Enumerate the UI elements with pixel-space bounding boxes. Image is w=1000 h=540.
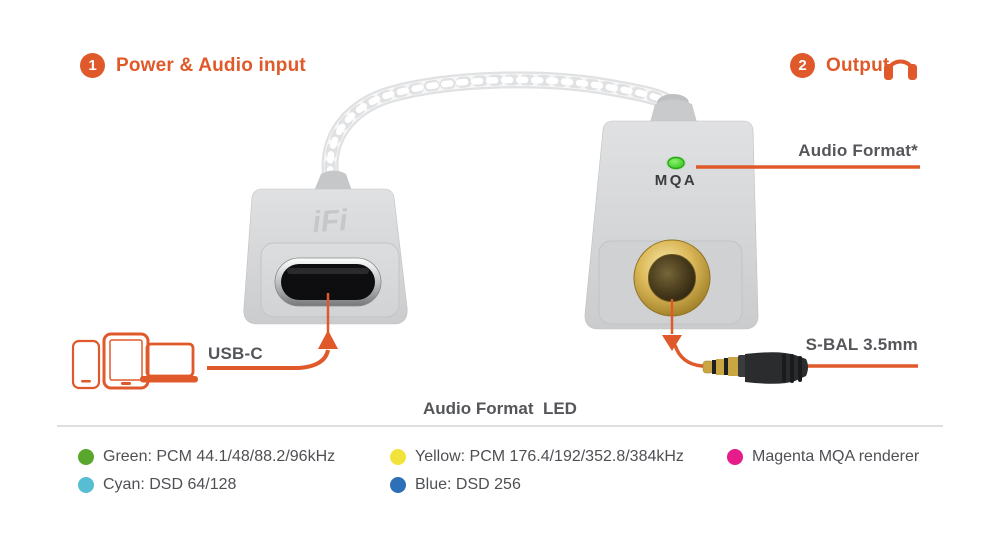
usb-c-callout: USB-C xyxy=(208,344,263,363)
step-2: 2 Output xyxy=(790,53,889,78)
smartphone-icon xyxy=(71,339,101,390)
step-2-label: Output xyxy=(826,54,890,76)
braided-cable xyxy=(321,71,682,194)
headphones-icon xyxy=(884,59,917,80)
legend-item-label: Magenta MQA renderer xyxy=(752,448,920,465)
legend-item-label: Yellow: PCM 176.4/192/352.8/384kHz xyxy=(415,448,684,465)
down-arrow-icon xyxy=(662,335,682,351)
cyan-led-dot xyxy=(78,477,94,493)
legend-divider xyxy=(57,425,943,427)
blue-led-dot xyxy=(390,477,406,493)
legend-item-cyan: Cyan: DSD 64/128 xyxy=(78,476,236,494)
yellow-led-dot xyxy=(390,449,406,465)
audio-format-callout: Audio Format* xyxy=(798,141,918,160)
usb-c-connector: iFi xyxy=(243,170,408,325)
usb-c-pointer xyxy=(207,293,338,370)
jack-plug-3-5mm xyxy=(702,352,808,384)
step-1-label: Power & Audio input xyxy=(116,54,306,76)
s-bal-pointer xyxy=(662,299,918,368)
green-led-dot xyxy=(78,449,94,465)
s-bal-callout: S-BAL 3.5mm xyxy=(805,335,918,354)
laptop-icon xyxy=(140,342,198,383)
source-devices xyxy=(71,332,198,390)
legend-item-blue: Blue: DSD 256 xyxy=(390,476,521,494)
legend-item-yellow: Yellow: PCM 176.4/192/352.8/384kHz xyxy=(390,448,684,466)
step-1-badge: 1 xyxy=(80,53,105,78)
step-2-badge: 2 xyxy=(790,53,815,78)
ifi-logo: iFi xyxy=(311,204,349,239)
legend-item-magenta: Magenta MQA renderer xyxy=(727,448,919,466)
legend-item-label: Cyan: DSD 64/128 xyxy=(103,476,237,493)
up-arrow-icon xyxy=(318,330,338,349)
legend-title: Audio Format LED xyxy=(423,399,577,418)
mqa-badge: MQA xyxy=(655,172,698,189)
legend-item-label: Green: PCM 44.1/48/88.2/96kHz xyxy=(103,448,336,465)
legend-item-label: Blue: DSD 256 xyxy=(415,476,521,493)
magenta-led-dot xyxy=(727,449,743,465)
step-1: 1 Power & Audio input xyxy=(80,53,306,78)
dac-device: MQA xyxy=(584,94,759,330)
legend-item-green: Green: PCM 44.1/48/88.2/96kHz xyxy=(78,448,335,466)
